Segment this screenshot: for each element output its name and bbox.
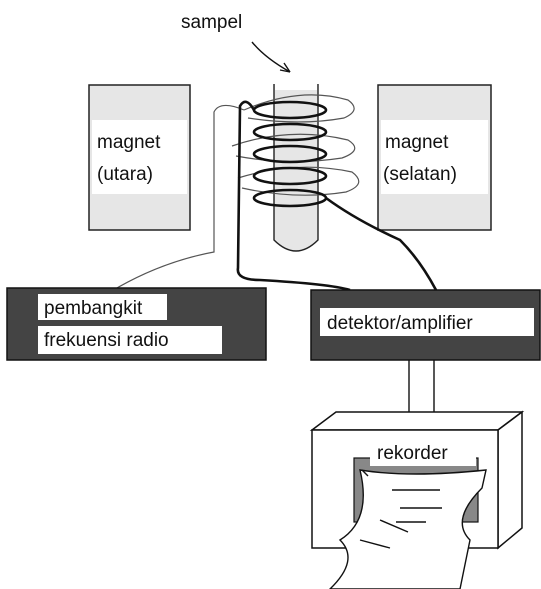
magnet-north: magnet (utara) bbox=[88, 84, 191, 231]
magnet-north-label-line2: (utara) bbox=[97, 164, 153, 185]
coil-lead-right bbox=[325, 196, 438, 291]
recorder-paper bbox=[328, 469, 487, 589]
magnet-south-label-line1: magnet bbox=[385, 132, 449, 153]
recorder-label-bg bbox=[370, 440, 476, 466]
transmitter-coil bbox=[236, 100, 438, 292]
receiver-coil-loop-1 bbox=[243, 94, 355, 123]
magnet-north-label-bg bbox=[92, 120, 187, 194]
coil-turn-3 bbox=[252, 144, 328, 164]
coil-turn-4 bbox=[252, 166, 328, 186]
sample-arrowhead bbox=[279, 62, 291, 73]
receiver-coil-lead bbox=[109, 104, 245, 293]
coil-turn-2 bbox=[252, 122, 328, 142]
paper-edge bbox=[361, 469, 369, 477]
magnet-south-label-line2: (selatan) bbox=[383, 164, 457, 185]
rf-generator-label-bg-2 bbox=[38, 326, 222, 354]
magnet-north-label-line1: magnet bbox=[97, 132, 161, 153]
recorder-side-face bbox=[497, 410, 523, 550]
recorder: rekorder bbox=[309, 410, 525, 589]
coil-lead-left bbox=[236, 100, 351, 292]
paper-trace-lines-2 bbox=[359, 519, 409, 549]
recorder-label: rekorder bbox=[377, 443, 448, 464]
sample-label: sampel bbox=[181, 12, 242, 33]
magnet-south: magnet (selatan) bbox=[377, 84, 492, 231]
paper-trace-lines bbox=[392, 489, 442, 523]
rf-generator: pembangkit frekuensi radio bbox=[6, 287, 267, 361]
magnet-south-label-bg bbox=[381, 120, 488, 194]
rf-generator-label-line2: frekuensi radio bbox=[44, 330, 169, 351]
rf-generator-label-bg-1 bbox=[38, 294, 167, 320]
sample-tube-top bbox=[275, 84, 317, 90]
recorder-top-face bbox=[309, 411, 525, 431]
detector-label-bg bbox=[320, 308, 534, 336]
detector-amplifier: detektor/amplifier bbox=[310, 289, 541, 361]
detector-label: detektor/amplifier bbox=[327, 313, 473, 334]
sample-label-group: sampel bbox=[181, 12, 291, 73]
rf-generator-label-line1: pembangkit bbox=[44, 298, 143, 319]
sample-arrow bbox=[251, 41, 291, 73]
